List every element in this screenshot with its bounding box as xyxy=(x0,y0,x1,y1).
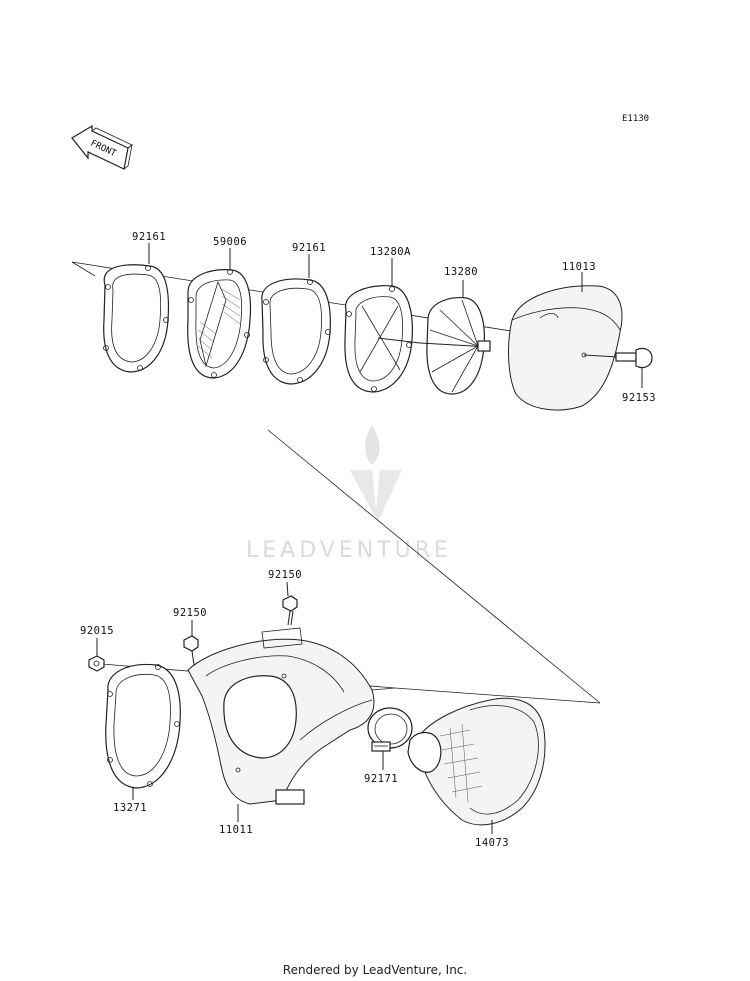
label-92015: 92015 xyxy=(80,625,114,637)
gasket-13271[interactable] xyxy=(105,663,181,789)
label-13280A: 13280A xyxy=(370,246,411,258)
wing-bolt-92153[interactable] xyxy=(583,347,653,369)
watermark-text: LEADVENTURE xyxy=(246,538,452,563)
hose-clamp-92171[interactable] xyxy=(367,707,413,752)
leadventure-watermark-logo: LEADVENTURE xyxy=(246,425,452,563)
label-92161-left: 92161 xyxy=(132,231,166,243)
label-11011: 11011 xyxy=(219,824,253,836)
label-92153: 92153 xyxy=(622,392,656,404)
label-13280: 13280 xyxy=(444,266,478,278)
air-box-case-11011[interactable] xyxy=(187,627,396,805)
gasket-92161-right[interactable] xyxy=(261,278,331,385)
label-59006: 59006 xyxy=(213,236,247,248)
label-92150-middle: 92150 xyxy=(173,607,207,619)
nut-92015[interactable] xyxy=(88,655,105,672)
bolt-92150-middle[interactable] xyxy=(183,635,199,666)
cage-13280A[interactable] xyxy=(344,285,421,393)
label-14073: 14073 xyxy=(475,837,509,849)
label-92150-top: 92150 xyxy=(268,569,302,581)
gasket-92161-left[interactable] xyxy=(103,264,170,373)
air-filter-11013[interactable] xyxy=(508,285,623,411)
label-13271: 13271 xyxy=(113,802,147,814)
front-arrow-icon: FRONT xyxy=(71,124,133,170)
diagram-ref-code: E1130 xyxy=(622,114,649,124)
label-92161-right: 92161 xyxy=(292,242,326,254)
label-92171: 92171 xyxy=(364,773,398,785)
filter-frame-13280[interactable] xyxy=(419,297,491,395)
bolt-92150-top[interactable] xyxy=(282,595,298,626)
footer-credit: Rendered by LeadVenture, Inc. xyxy=(282,963,468,977)
screen-59006[interactable] xyxy=(187,269,252,379)
label-11013: 11013 xyxy=(562,261,596,273)
intake-duct-14073[interactable] xyxy=(407,697,546,826)
